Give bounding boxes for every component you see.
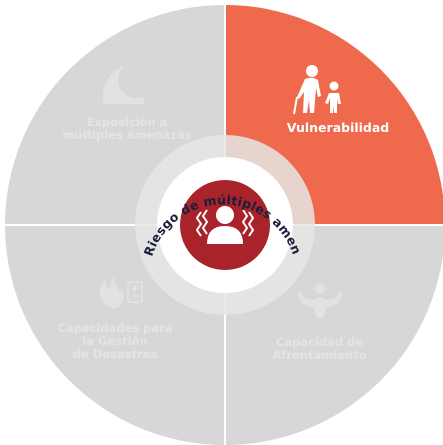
person-shaking-icon — [195, 206, 255, 244]
fire-extinguisher-icon — [99, 277, 143, 308]
wave-icon — [103, 66, 144, 104]
center-red-disc[interactable] — [180, 180, 270, 270]
hands-shelter-icon — [298, 284, 342, 318]
label-afrontamiento: Capacidad de Afrontamiento — [272, 335, 367, 362]
elderly-child-icon — [293, 65, 341, 115]
label-vulnerabilidad: Vulnerabilidad — [286, 120, 390, 135]
label-capacidades: Capacidades para la Gestión de Desastres — [57, 321, 173, 361]
label-exposicion: Exposición a múltiples amenazas — [62, 115, 192, 142]
